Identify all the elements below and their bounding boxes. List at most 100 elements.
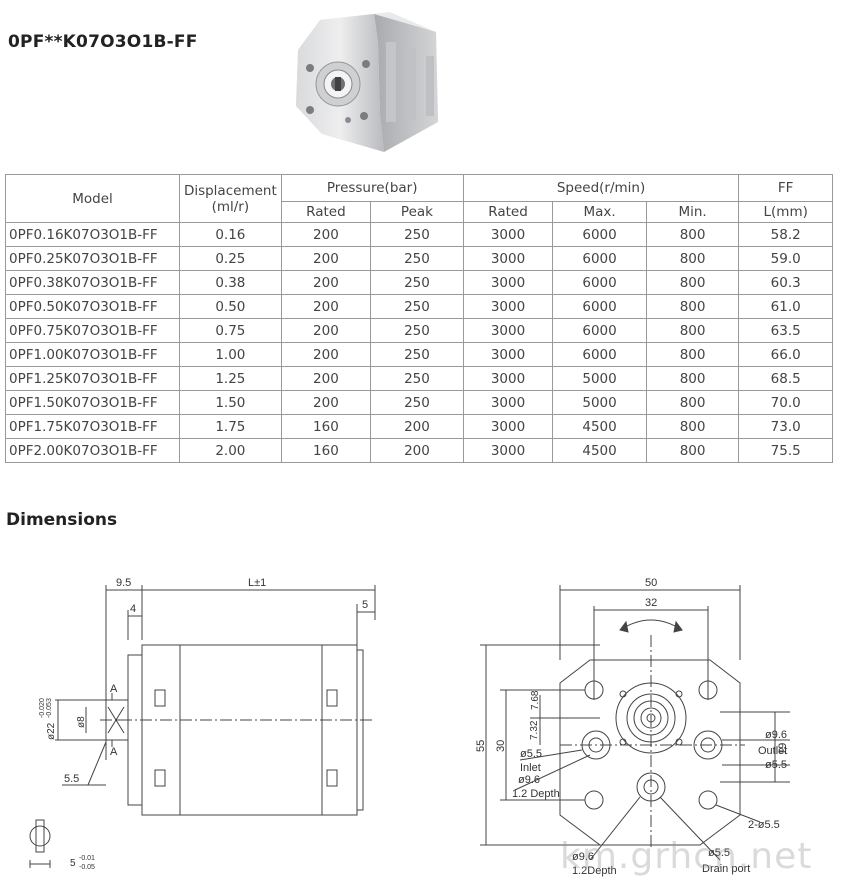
cell-speed-max: 6000 [552, 222, 647, 247]
cell-displacement: 0.38 [179, 270, 282, 295]
cell-model: 0PF0.75K07O3O1B-FF [4, 318, 181, 343]
cell-speed-min: 800 [645, 246, 740, 271]
cell-pressure-rated: 200 [280, 318, 372, 343]
header-ff: FF [738, 174, 833, 202]
cell-speed-min: 800 [645, 438, 740, 463]
cell-displacement: 0.16 [179, 222, 282, 247]
cell-pressure-peak: 250 [370, 294, 464, 319]
header-speed-min: Min. [645, 201, 740, 223]
dim-55: 55 [475, 740, 487, 752]
cell-displacement: 1.75 [179, 414, 282, 439]
dimension-drawing: 9.5 L±1 4 5 A A ø22 -0.020 -0.053 ø8 5.5… [29, 577, 790, 877]
header-speed: Speed(r/min) [462, 174, 740, 202]
cell-speed-rated: 3000 [462, 294, 554, 319]
product-title: 0PF**K07O3O1B-FF [8, 32, 198, 52]
section-a-top: A [110, 683, 118, 695]
cell-displacement: 1.50 [179, 390, 282, 415]
cell-pressure-peak: 250 [370, 270, 464, 295]
header-pressure-rated: Rated [280, 201, 372, 223]
outlet-phi5-5: ø5.5 [765, 759, 787, 771]
cell-length: 58.2 [738, 222, 833, 247]
cell-speed-min: 800 [645, 294, 740, 319]
cell-pressure-peak: 250 [370, 366, 464, 391]
cell-model: 0PF1.00K07O3O1B-FF [4, 342, 181, 367]
cell-speed-rated: 3000 [462, 318, 554, 343]
cell-displacement: 0.25 [179, 246, 282, 271]
header-speed-rated: Rated [462, 201, 554, 223]
cell-length: 68.5 [738, 366, 833, 391]
dim-shaft-tol-upper: -0.020 [39, 698, 46, 718]
drain-phi5-5: ø5.5 [708, 847, 730, 859]
cell-speed-rated: 3000 [462, 222, 554, 247]
front-view-labels: 50 32 55 30 7.32 7.68 19 ø5.5 Inlet ø9.6… [475, 577, 789, 877]
cell-length: 59.0 [738, 246, 833, 271]
cell-speed-max: 6000 [552, 318, 647, 343]
cell-speed-min: 800 [645, 366, 740, 391]
cell-displacement: 0.75 [179, 318, 282, 343]
cell-length: 70.0 [738, 390, 833, 415]
cell-pressure-rated: 200 [280, 294, 372, 319]
cell-model: 0PF0.38K07O3O1B-FF [4, 270, 181, 295]
cell-speed-max: 6000 [552, 342, 647, 367]
cell-model: 0PF2.00K07O3O1B-FF [4, 438, 181, 463]
drain-phi9-6: ø9.6 [572, 851, 594, 863]
cell-speed-max: 4500 [552, 438, 647, 463]
dim-9-5: 9.5 [116, 577, 131, 589]
dim-5: 5 [362, 599, 368, 611]
side-view [29, 585, 376, 868]
cell-model: 0PF0.50K07O3O1B-FF [4, 294, 181, 319]
dim-32: 32 [645, 597, 657, 609]
dim-L: L±1 [248, 577, 266, 589]
header-displacement-label: Displacement [183, 182, 277, 199]
dim-30: 30 [495, 740, 507, 752]
mount-holes: 2-ø5.5 [748, 819, 780, 831]
dim-key: 5 [70, 858, 76, 869]
watermark: km.grhcn.net [560, 836, 813, 877]
dim-phi8: ø8 [76, 716, 87, 728]
inlet-depth: 1.2 Depth [512, 788, 560, 800]
cell-speed-min: 800 [645, 270, 740, 295]
drain-depth: 1.2Depth [572, 865, 617, 877]
cell-speed-max: 6000 [552, 294, 647, 319]
dim-7-32: 7.32 [529, 720, 540, 740]
dim-7-68: 7.68 [530, 690, 541, 710]
dim-key-tol-upper: -0.01 [79, 855, 95, 862]
dim-19: 19 [777, 743, 789, 755]
cell-length: 75.5 [738, 438, 833, 463]
outlet-label: Outlet [758, 745, 787, 757]
cell-speed-rated: 3000 [462, 414, 554, 439]
cell-speed-min: 800 [645, 222, 740, 247]
dim-shaft-dia: ø22 [46, 722, 57, 740]
inlet-phi5-5: ø5.5 [520, 748, 542, 760]
cell-displacement: 1.00 [179, 342, 282, 367]
header-model: Model [4, 174, 181, 223]
cell-speed-min: 800 [645, 390, 740, 415]
cell-pressure-peak: 250 [370, 222, 464, 247]
cell-speed-max: 5000 [552, 366, 647, 391]
side-view-labels: 9.5 L±1 4 5 A A ø22 -0.020 -0.053 ø8 5.5… [39, 577, 368, 871]
drain-label: Drain port [702, 863, 750, 875]
cell-pressure-rated: 200 [280, 270, 372, 295]
header-speed-max: Max. [552, 201, 647, 223]
gear-pump-photo [296, 12, 438, 152]
cell-speed-rated: 3000 [462, 270, 554, 295]
cell-displacement: 1.25 [179, 366, 282, 391]
header-pressure-peak: Peak [370, 201, 464, 223]
cell-length: 66.0 [738, 342, 833, 367]
cell-model: 0PF0.16K07O3O1B-FF [4, 222, 181, 247]
cell-length: 63.5 [738, 318, 833, 343]
cell-pressure-peak: 200 [370, 414, 464, 439]
cell-length: 73.0 [738, 414, 833, 439]
header-displacement: Displacement (ml/r) [179, 174, 282, 223]
cell-speed-min: 800 [645, 342, 740, 367]
cell-speed-rated: 3000 [462, 438, 554, 463]
outlet-phi9-6: ø9.6 [765, 729, 787, 741]
